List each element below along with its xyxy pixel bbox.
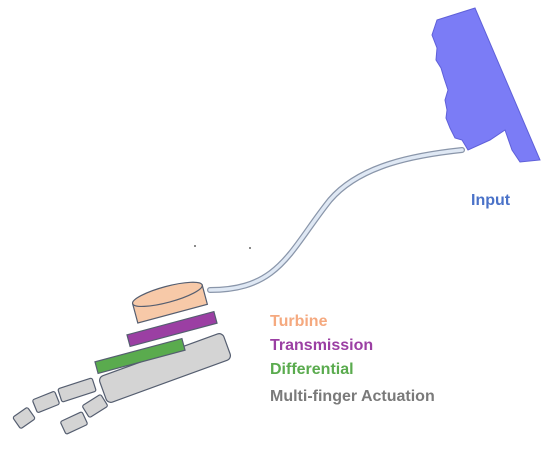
transmission-block — [126, 310, 218, 348]
finger-segment — [60, 411, 88, 435]
tube-inner — [208, 148, 464, 292]
label-transmission: Transmission — [270, 337, 374, 354]
tube — [207, 147, 465, 293]
label-actuation: Multi-finger Actuation — [270, 388, 435, 405]
face-profile — [431, 7, 541, 163]
dot — [194, 245, 196, 247]
dot — [249, 247, 251, 249]
label-differential: Differential — [270, 361, 354, 378]
finger-segment — [57, 377, 97, 403]
finger-segment — [82, 394, 108, 418]
finger-segment — [12, 407, 36, 429]
finger-segment — [32, 391, 60, 413]
differential-block — [94, 337, 186, 375]
label-input: Input — [471, 192, 511, 209]
label-turbine: Turbine — [270, 313, 328, 330]
turbine-block — [131, 281, 209, 324]
